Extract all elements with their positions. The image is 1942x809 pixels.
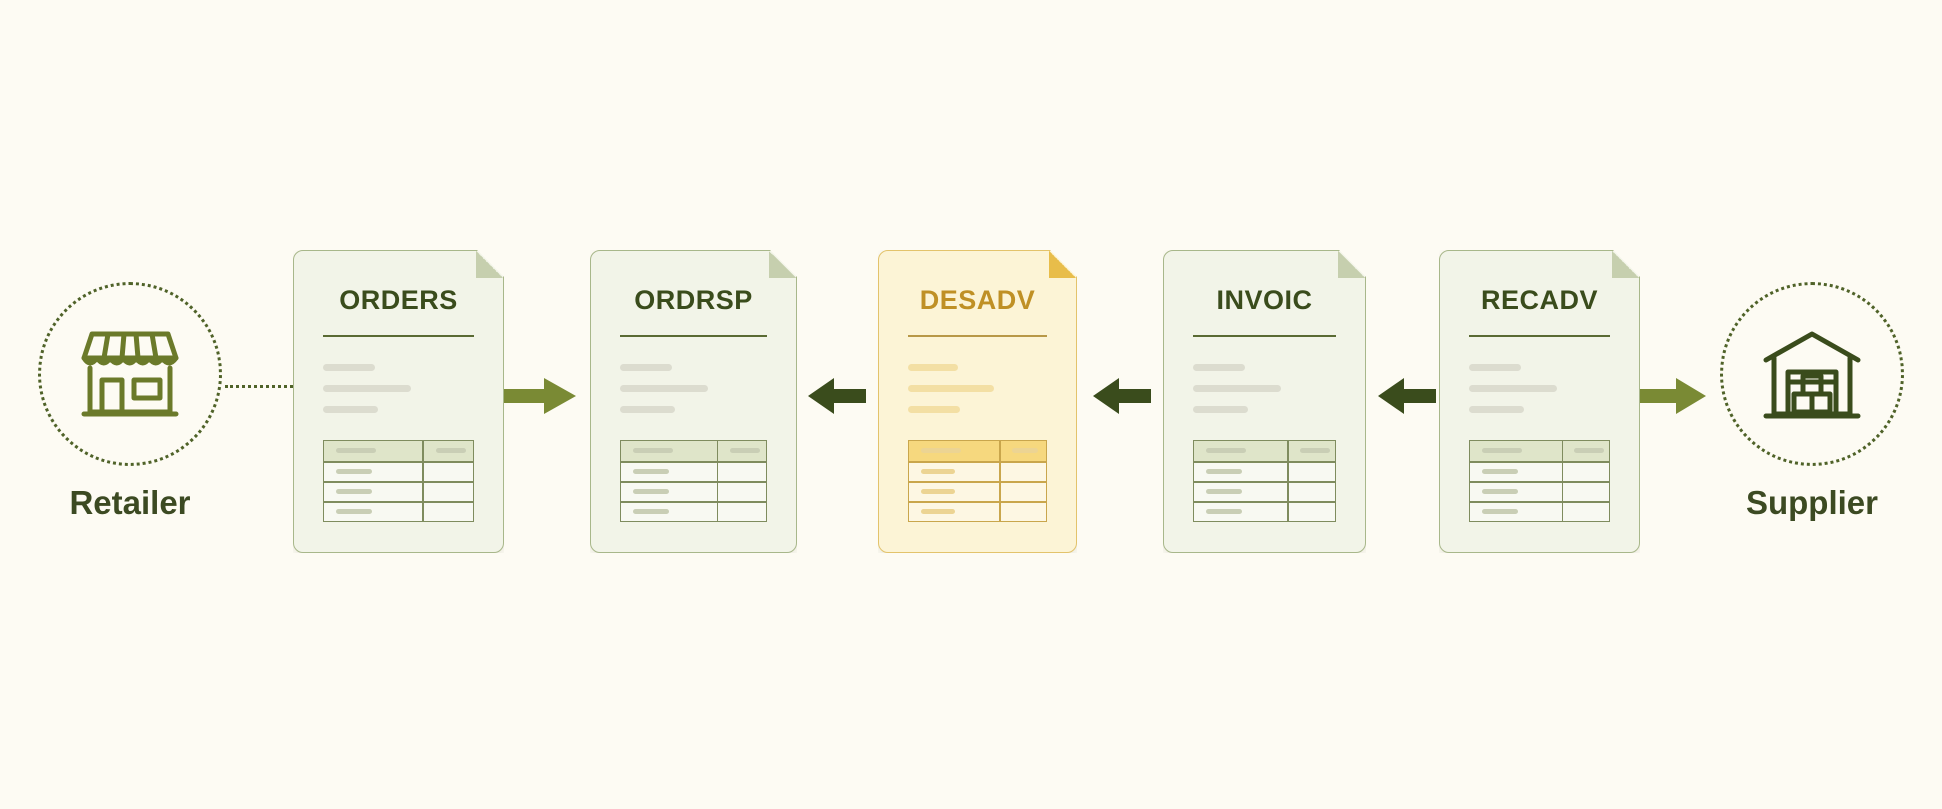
arrow-left-icon (808, 378, 866, 414)
document-title: ORDRSP (634, 285, 753, 315)
text-line (620, 385, 708, 392)
document-title: RECADV (1480, 285, 1598, 315)
text-line (620, 364, 672, 371)
retailer-connector (225, 385, 293, 388)
page-fold (1612, 251, 1639, 278)
document-recadv[interactable]: RECADV (1439, 250, 1640, 553)
title-rule (1193, 335, 1336, 337)
line-items-table (323, 440, 474, 522)
line-items-table (908, 440, 1047, 522)
retailer-node: Retailer (35, 282, 225, 522)
document-ordrsp[interactable]: ORDRSP (590, 250, 797, 553)
text-line (908, 364, 958, 371)
retailer-ring (38, 282, 222, 466)
text-line (323, 364, 375, 371)
retailer-label: Retailer (69, 484, 191, 521)
line-items-table (620, 440, 767, 522)
table-header (324, 441, 473, 461)
table-header (909, 441, 1046, 461)
page-fold (1049, 251, 1076, 278)
document-title: ORDERS (339, 285, 458, 315)
table-header (621, 441, 766, 461)
title-rule (323, 335, 474, 337)
arrow-right-icon (504, 378, 576, 414)
document-title: DESADV (919, 285, 1036, 315)
text-line (1193, 364, 1245, 371)
warehouse-icon (1763, 331, 1861, 419)
text-line (1193, 385, 1281, 392)
supplier-ring (1720, 282, 1904, 466)
document-title: INVOIC (1216, 285, 1313, 315)
title-rule (1469, 335, 1610, 337)
page-fold (1338, 251, 1365, 278)
storefront-icon (81, 331, 179, 417)
text-line (908, 406, 960, 413)
title-rule (908, 335, 1047, 337)
arrow-right-icon (1640, 378, 1706, 414)
table-header (1470, 441, 1609, 461)
supplier-node: Supplier (1717, 282, 1907, 522)
text-line (323, 406, 378, 413)
title-rule (620, 335, 767, 337)
document-orders[interactable]: ORDERS (293, 250, 504, 553)
text-line (1469, 406, 1524, 413)
arrow-left-icon (1378, 378, 1436, 414)
text-line (1193, 406, 1248, 413)
line-items-table (1469, 440, 1610, 522)
table-header (1194, 441, 1335, 461)
page-fold (769, 251, 796, 278)
text-line (1469, 364, 1521, 371)
document-invoic[interactable]: INVOIC (1163, 250, 1366, 553)
line-items-table (1193, 440, 1336, 522)
text-line (620, 406, 675, 413)
text-line (1469, 385, 1557, 392)
supplier-label: Supplier (1745, 484, 1879, 521)
text-line (908, 385, 994, 392)
text-line (323, 385, 411, 392)
page-fold (476, 251, 503, 278)
arrow-left-icon (1093, 378, 1151, 414)
document-desadv[interactable]: DESADV (878, 250, 1077, 553)
